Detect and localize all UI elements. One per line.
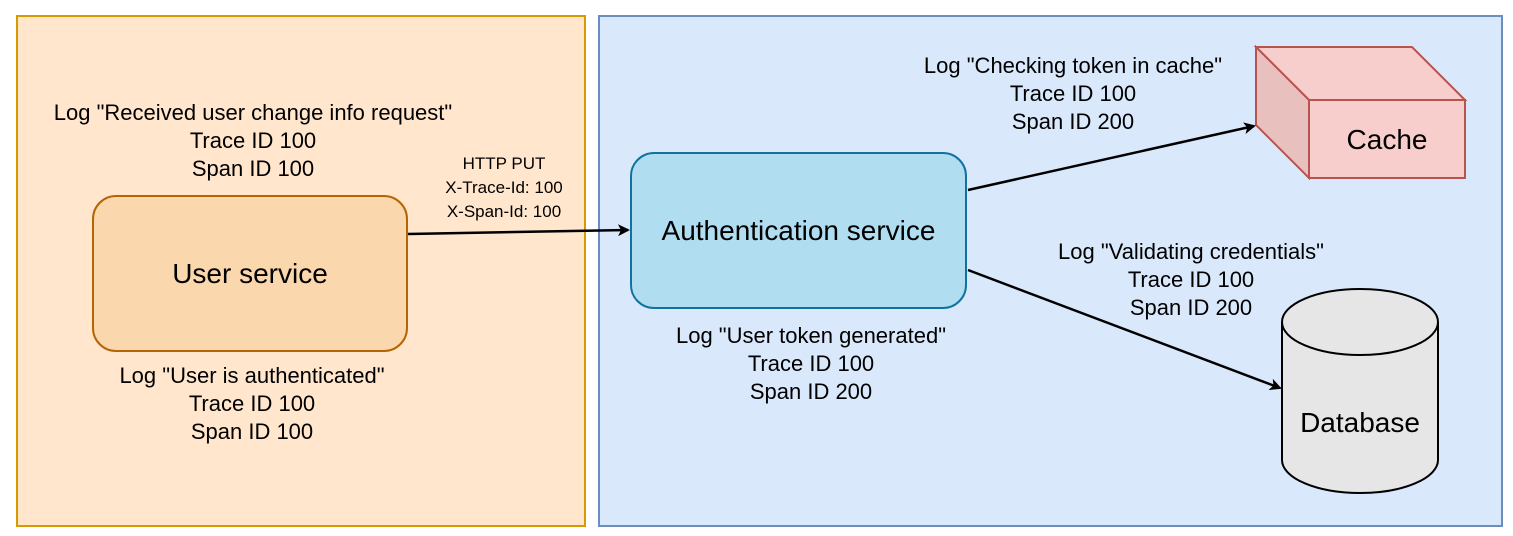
log-checking-cache: Log "Checking token in cache" Trace ID 1… xyxy=(900,52,1246,136)
log-span-id: Span ID 100 xyxy=(191,156,315,181)
log-span-id: Span ID 200 xyxy=(1129,295,1253,320)
database-body xyxy=(1281,322,1439,494)
user-service-label: User service xyxy=(172,257,328,289)
log-trace-id: Trace ID 100 xyxy=(747,351,875,376)
log-trace-id: Trace ID 100 xyxy=(1009,81,1137,106)
span-header: X-Span-Id: 100 xyxy=(446,202,562,221)
log-trace-id: Trace ID 100 xyxy=(188,391,316,416)
authentication-service-label: Authentication service xyxy=(661,214,936,246)
cache-label: Cache xyxy=(1347,124,1428,155)
http-put-arrow xyxy=(407,224,630,237)
database-node: Database xyxy=(1281,288,1439,494)
trace-header: X-Trace-Id: 100 xyxy=(445,178,563,197)
database-label: Database xyxy=(1300,407,1420,438)
log-message: Log "User token generated" xyxy=(675,323,946,348)
cache-arrow xyxy=(967,122,1256,192)
cache-node: Cache xyxy=(1253,44,1468,181)
database-arrow xyxy=(967,268,1282,391)
authentication-service-node: Authentication service xyxy=(630,152,967,309)
log-validating-credentials: Log "Validating credentials" Trace ID 10… xyxy=(1036,238,1346,322)
log-message: Log "Received user change info request" xyxy=(53,100,453,125)
log-token-generated: Log "User token generated" Trace ID 100 … xyxy=(648,322,974,406)
log-span-id: Span ID 100 xyxy=(190,419,314,444)
log-span-id: Span ID 200 xyxy=(1011,109,1135,134)
http-method: HTTP PUT xyxy=(462,154,546,173)
log-received-request: Log "Received user change info request" … xyxy=(30,99,476,183)
log-trace-id: Trace ID 100 xyxy=(189,128,317,153)
user-service-node: User service xyxy=(92,195,408,352)
log-message: Log "Checking token in cache" xyxy=(923,53,1223,78)
cache-front-face xyxy=(1308,99,1466,179)
log-span-id: Span ID 200 xyxy=(749,379,873,404)
log-message: Log "User is authenticated" xyxy=(119,363,385,388)
http-call-label: HTTP PUT X-Trace-Id: 100 X-Span-Id: 100 xyxy=(418,152,590,224)
log-trace-id: Trace ID 100 xyxy=(1127,267,1255,292)
log-message: Log "Validating credentials" xyxy=(1058,239,1324,264)
log-user-authenticated: Log "User is authenticated" Trace ID 100… xyxy=(92,362,412,446)
database-top xyxy=(1281,288,1439,356)
